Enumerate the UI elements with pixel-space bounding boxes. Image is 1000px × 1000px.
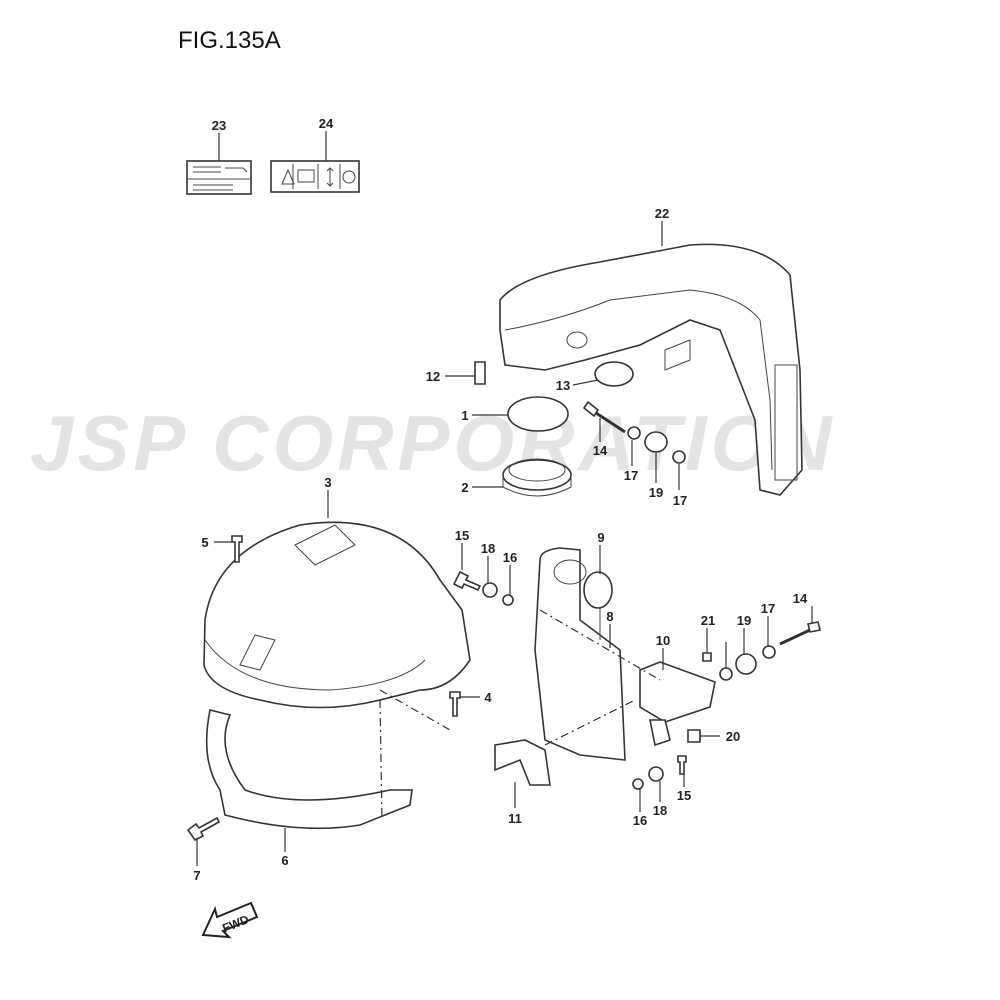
callout-18b: 18 xyxy=(653,803,667,818)
figure-title: FIG.135A xyxy=(178,27,281,54)
part-9-ring xyxy=(583,571,613,609)
callout-17c: 17 xyxy=(761,601,775,616)
fwd-arrow-icon: FWD xyxy=(201,901,259,939)
callout-15b: 15 xyxy=(677,788,691,803)
callout-24: 24 xyxy=(319,116,334,131)
part-14-bolt-right xyxy=(779,606,821,646)
callout-4: 4 xyxy=(484,690,492,705)
part-15-bolt-right xyxy=(677,755,687,775)
part-21-nut xyxy=(702,652,712,662)
callout-13: 13 xyxy=(556,378,570,393)
part-8-silencer xyxy=(534,547,626,761)
callout-8: 8 xyxy=(606,609,613,624)
callout-16b: 16 xyxy=(633,813,647,828)
part-16-washer-right xyxy=(632,778,644,790)
callout-19: 19 xyxy=(649,485,663,500)
callout-11: 11 xyxy=(508,811,522,826)
callout-16: 16 xyxy=(503,550,517,565)
part-10-bracket xyxy=(639,648,716,747)
part-18-mount-right xyxy=(648,766,664,782)
callout-9: 9 xyxy=(597,530,604,545)
part-18-mount-left xyxy=(482,582,498,598)
callout-5: 5 xyxy=(201,535,208,550)
part-17-washer-upper-2 xyxy=(672,450,686,464)
callout-22: 22 xyxy=(655,206,669,221)
callout-23: 23 xyxy=(212,118,226,133)
part-17-washer-upper xyxy=(627,426,641,440)
part-7-bolt xyxy=(186,816,221,842)
part-23-decal xyxy=(186,133,252,195)
callout-7: 7 xyxy=(193,868,200,883)
callout-19b: 19 xyxy=(737,613,751,628)
callout-17b: 17 xyxy=(673,493,687,508)
watermark: JSP CORPORATION xyxy=(30,399,835,487)
callout-1: 1 xyxy=(461,408,468,423)
part-2-seal-ring xyxy=(472,458,572,497)
callout-21: 21 xyxy=(701,613,715,628)
part-24-decal xyxy=(270,131,360,193)
part-17-washer-right-2 xyxy=(762,645,776,659)
callout-14b: 14 xyxy=(793,591,808,606)
part-5-bolt xyxy=(231,535,243,563)
callout-6: 6 xyxy=(281,853,288,868)
part-20-clip xyxy=(687,729,701,743)
part-15-bolt-left xyxy=(452,570,482,592)
callout-10: 10 xyxy=(656,633,670,648)
part-14-bolt-upper xyxy=(582,400,626,442)
callout-3: 3 xyxy=(324,475,331,490)
part-3-flywheel-cover xyxy=(203,490,471,709)
callout-12: 12 xyxy=(426,369,440,384)
part-12-clip xyxy=(474,361,486,385)
part-22-air-duct xyxy=(499,221,803,496)
callout-20: 20 xyxy=(726,729,740,744)
callout-18: 18 xyxy=(481,541,495,556)
part-17-washer-right xyxy=(719,667,733,681)
callout-15: 15 xyxy=(455,528,469,543)
part-13-grommet xyxy=(594,361,634,387)
callout-2: 2 xyxy=(461,480,468,495)
callout-14: 14 xyxy=(593,443,608,458)
part-16-washer-left xyxy=(502,594,514,606)
part-19-mount-upper xyxy=(644,431,668,453)
part-6-plate xyxy=(205,689,451,852)
callout-17: 17 xyxy=(624,468,638,483)
part-11-bracket xyxy=(494,739,551,786)
part-1-screen xyxy=(507,396,569,432)
part-19-mount-right xyxy=(735,653,757,675)
part-4-bolt xyxy=(449,691,461,717)
